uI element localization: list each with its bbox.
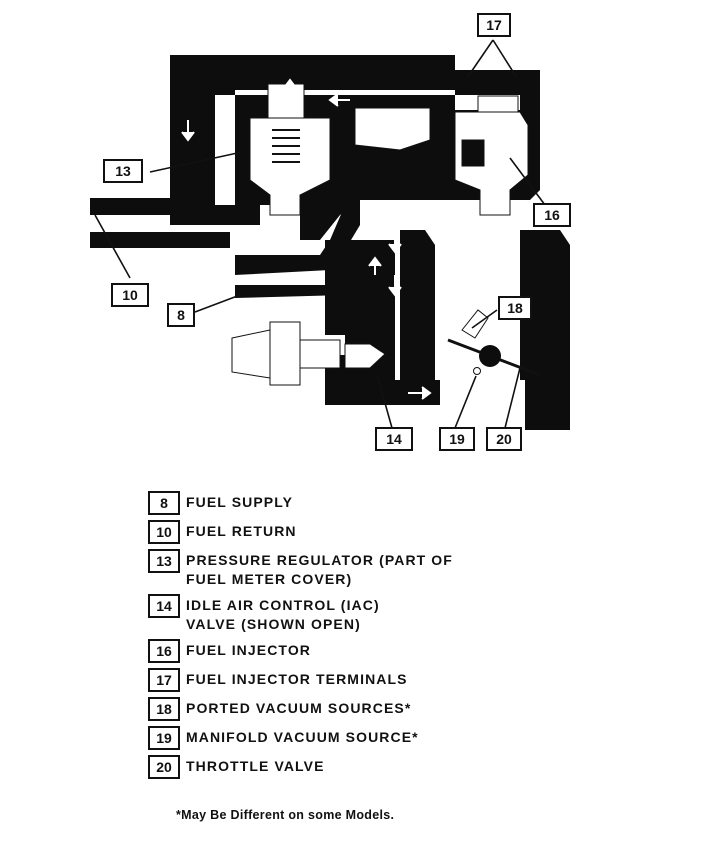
flow-arrows — [110, 78, 432, 400]
legend-item: 10 FUEL RETURN — [148, 520, 568, 544]
legend-item: 20 THROTTLE VALVE — [148, 755, 568, 779]
footnote: *May Be Different on some Models. — [176, 808, 395, 822]
callout-20-label: 20 — [496, 431, 512, 447]
legend-label: MANIFOLD VACUUM SOURCE* — [186, 729, 419, 745]
callout-10-label: 10 — [122, 287, 138, 303]
internal-details — [231, 83, 541, 386]
legend-item: 16 FUEL INJECTOR — [148, 639, 568, 663]
callout-19: 19 — [439, 427, 475, 451]
legend-number: 19 — [148, 726, 180, 750]
callout-13: 13 — [103, 159, 143, 183]
legend-item: 8 FUEL SUPPLY — [148, 491, 568, 515]
callout-14: 14 — [375, 427, 413, 451]
callout-20: 20 — [486, 427, 522, 451]
legend-number: 16 — [148, 639, 180, 663]
callout-18-label: 18 — [507, 300, 523, 316]
callout-13-label: 13 — [115, 163, 131, 179]
legend-number: 20 — [148, 755, 180, 779]
legend-label: FUEL INJECTOR — [186, 642, 312, 658]
callout-19-label: 19 — [449, 431, 465, 447]
callout-8-label: 8 — [177, 307, 185, 323]
legend-label: PRESSURE REGULATOR (PART OF FUEL METER C… — [186, 552, 453, 587]
legend-number: 13 — [148, 549, 180, 573]
legend-label: PORTED VACUUM SOURCES* — [186, 700, 412, 716]
callout-16: 16 — [533, 203, 571, 227]
leader-lines — [94, 39, 546, 429]
legend-number: 8 — [148, 491, 180, 515]
legend-item: 13 PRESSURE REGULATOR (PART OF FUEL METE… — [148, 549, 568, 589]
callout-10: 10 — [111, 283, 149, 307]
legend-item: 17 FUEL INJECTOR TERMINALS — [148, 668, 568, 692]
legend-label: FUEL INJECTOR TERMINALS — [186, 671, 408, 687]
legend-number: 18 — [148, 697, 180, 721]
legend-label: FUEL SUPPLY — [186, 494, 294, 510]
legend-item: 18 PORTED VACUUM SOURCES* — [148, 697, 568, 721]
legend: 8 FUEL SUPPLY 10 FUEL RETURN 13 PRESSURE… — [148, 491, 568, 784]
fuel-system-diagram: 17 13 16 10 8 18 14 19 20 — [90, 13, 571, 451]
legend-number: 14 — [148, 594, 180, 618]
legend-number: 17 — [148, 668, 180, 692]
legend-label: IDLE AIR CONTROL (IAC) VALVE (SHOWN OPEN… — [186, 597, 380, 632]
callout-14-label: 14 — [386, 431, 402, 447]
callout-18: 18 — [498, 296, 532, 320]
legend-label: THROTTLE VALVE — [186, 758, 325, 774]
callout-16-label: 16 — [544, 207, 560, 223]
legend-item: 14 IDLE AIR CONTROL (IAC) VALVE (SHOWN O… — [148, 594, 568, 634]
callout-17: 17 — [477, 13, 511, 37]
legend-label: FUEL RETURN — [186, 523, 297, 539]
legend-number: 10 — [148, 520, 180, 544]
legend-item: 19 MANIFOLD VACUUM SOURCE* — [148, 726, 568, 750]
callout-17-label: 17 — [486, 17, 502, 33]
callout-8: 8 — [167, 303, 195, 327]
